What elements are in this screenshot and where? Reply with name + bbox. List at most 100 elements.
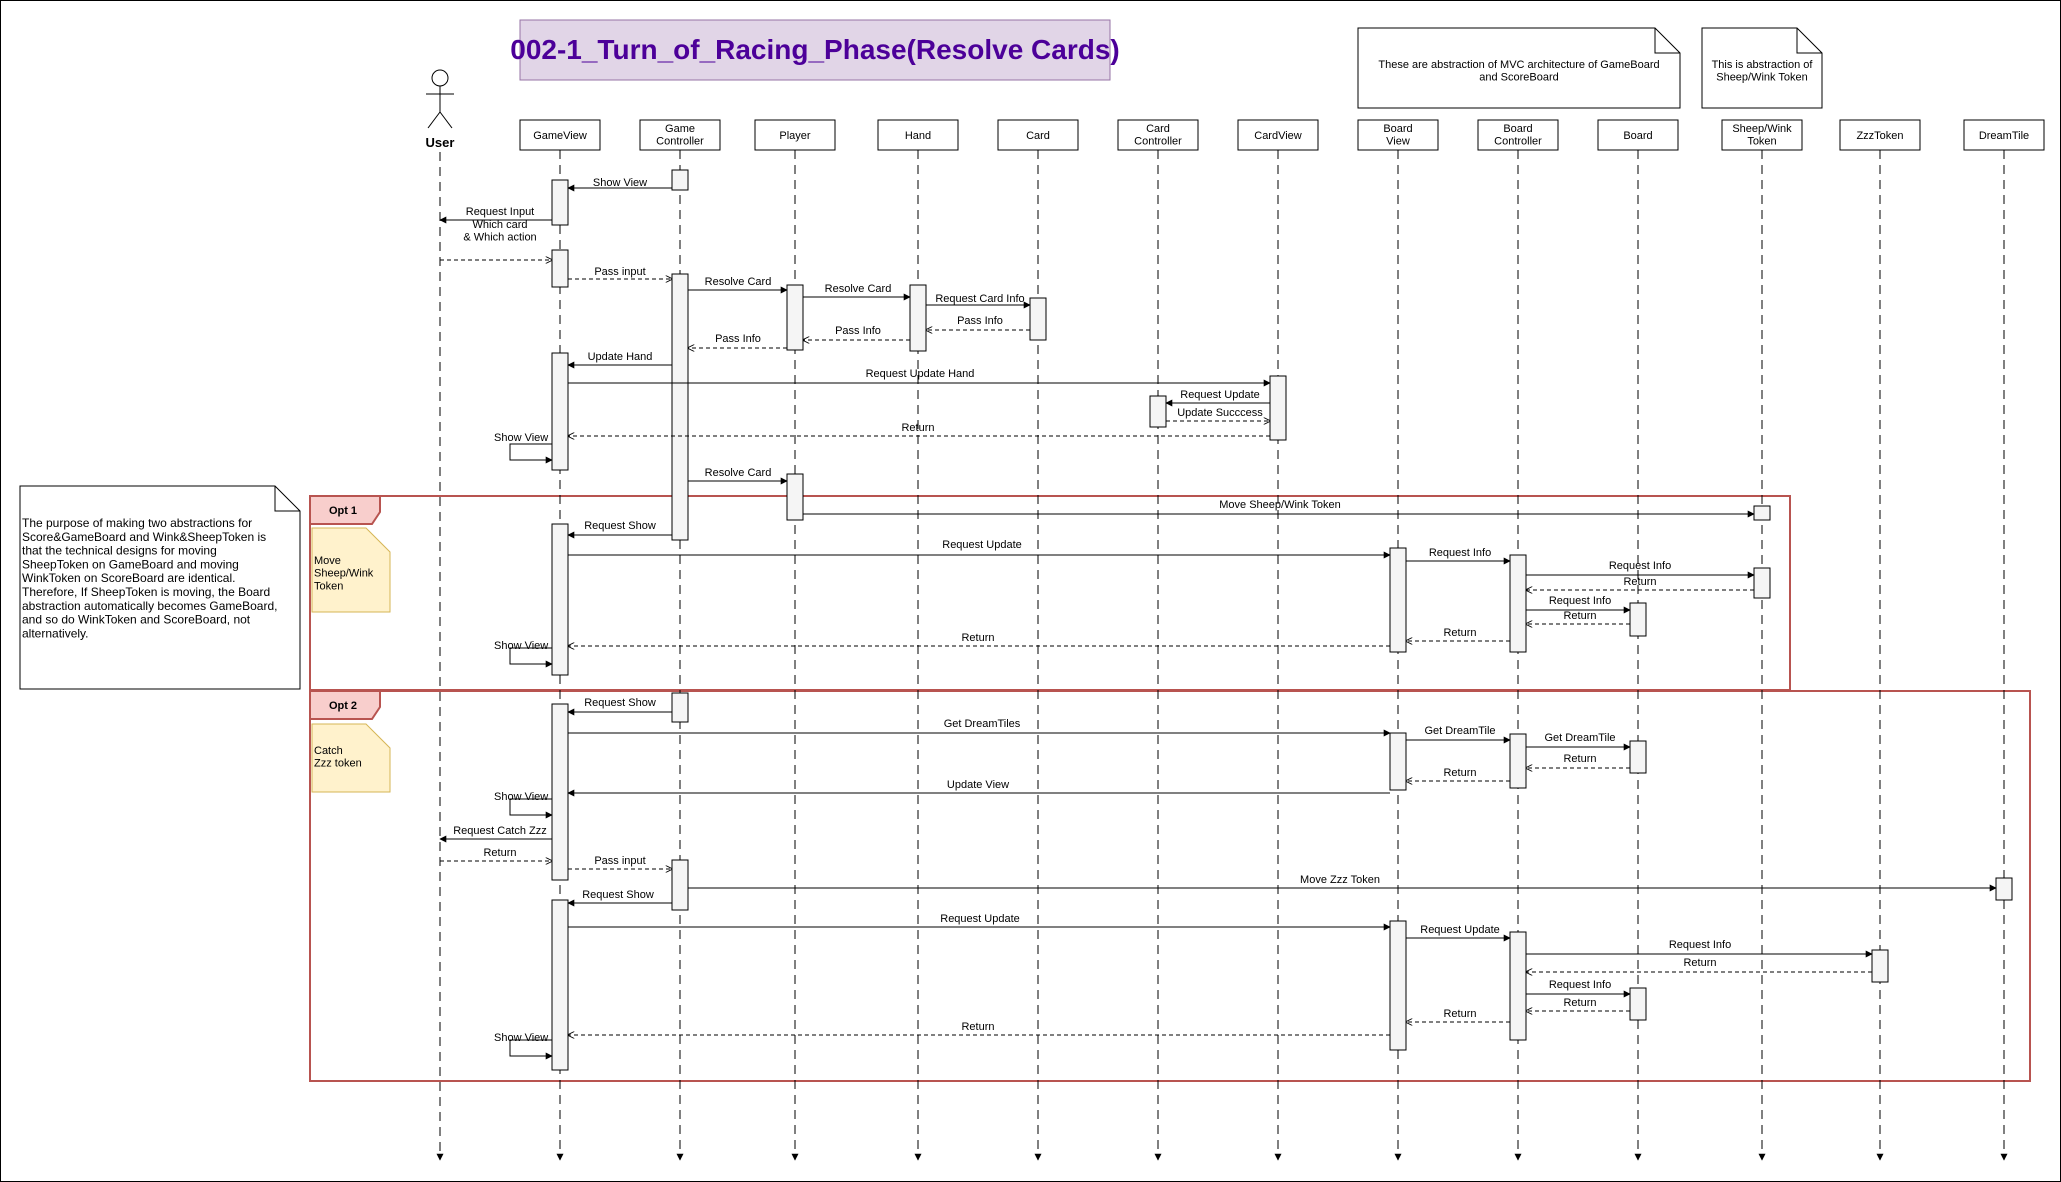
message-label: Request Info bbox=[1669, 939, 1731, 951]
opt-fragment-2: Opt 2 bbox=[309, 690, 2031, 1082]
message-label: Which card& Which action bbox=[463, 219, 536, 244]
message-label: Request Info bbox=[1549, 979, 1611, 991]
message-label: Request Update bbox=[1180, 389, 1260, 401]
call-message: Get DreamTiles bbox=[568, 718, 1391, 737]
call-message: Resolve Card bbox=[688, 276, 788, 294]
activation-bar bbox=[551, 703, 569, 881]
opt-fragment-label: Opt 2 bbox=[329, 700, 357, 712]
participant-label: CardView bbox=[1254, 130, 1302, 142]
message-label: Request Update bbox=[942, 539, 1022, 551]
participant-label: Board bbox=[1623, 130, 1652, 142]
self-message: Show View bbox=[494, 432, 553, 464]
participant-label: Card bbox=[1026, 130, 1050, 142]
message-label: Show View bbox=[593, 177, 647, 189]
self-message: Show View bbox=[494, 1032, 553, 1060]
message-label: Show View bbox=[494, 640, 548, 652]
return-message: Pass input bbox=[568, 266, 672, 279]
participant-player: Player bbox=[754, 119, 836, 151]
activation-bar bbox=[671, 692, 689, 723]
call-message: Request Info bbox=[1526, 939, 1873, 958]
message-label: Return bbox=[1443, 1008, 1476, 1020]
activation-bar bbox=[1389, 732, 1407, 791]
call-message: Update View bbox=[567, 779, 1390, 797]
message-label: Move Zzz Token bbox=[1300, 874, 1380, 886]
return-message: Return bbox=[568, 422, 1270, 436]
call-message: Request Show bbox=[567, 520, 672, 539]
call-message: Request Show bbox=[567, 889, 672, 907]
activation-bar bbox=[1753, 505, 1771, 521]
call-message: Move Zzz Token bbox=[688, 874, 1997, 892]
activation-bar bbox=[1995, 877, 2013, 901]
message-label: Return bbox=[961, 632, 994, 644]
message-label: Request Info bbox=[1609, 560, 1671, 572]
return-message: Return bbox=[1526, 610, 1630, 624]
message-label: Return bbox=[1443, 627, 1476, 639]
call-message: Get DreamTile bbox=[1526, 732, 1631, 751]
actor-user: User bbox=[426, 69, 454, 150]
call-message: Show View bbox=[567, 177, 672, 192]
return-message: Update Succcess bbox=[1166, 407, 1270, 421]
message-label: Move Sheep/Wink Token bbox=[1219, 499, 1340, 511]
participant-hand: Hand bbox=[877, 119, 959, 151]
activation-bar bbox=[551, 899, 569, 1071]
message-label: Get DreamTiles bbox=[944, 718, 1021, 730]
opt-fragment-1: Opt 1 bbox=[309, 495, 1791, 691]
message-label: Pass input bbox=[594, 855, 645, 867]
call-message: Request Info bbox=[1526, 595, 1631, 614]
activation-bar bbox=[1389, 547, 1407, 653]
participant-zzztoken: ZzzToken bbox=[1839, 119, 1921, 151]
note-purpose-text: The purpose of making two abstractions f… bbox=[22, 516, 277, 640]
activation-bar bbox=[1149, 395, 1167, 428]
message-label: Pass Info bbox=[715, 333, 761, 345]
return-message: Return bbox=[440, 847, 552, 861]
message-label: Pass Info bbox=[957, 315, 1003, 327]
participant-board: Board bbox=[1597, 119, 1679, 151]
participant-cardview: CardView bbox=[1237, 119, 1319, 151]
activation-bar bbox=[551, 352, 569, 471]
return-message: Pass input bbox=[568, 855, 672, 869]
call-message: Request Input bbox=[439, 206, 552, 224]
call-message: Move Sheep/Wink Token bbox=[803, 499, 1755, 518]
message-label: Return bbox=[1683, 957, 1716, 969]
note-mvc: These are abstraction of MVC architectur… bbox=[1357, 27, 1681, 109]
activation-bar bbox=[786, 284, 804, 351]
activation-bar bbox=[1509, 554, 1527, 653]
activation-bar bbox=[671, 273, 689, 541]
call-message: Get DreamTile bbox=[1406, 725, 1511, 744]
message-label: Request Card Info bbox=[935, 293, 1024, 305]
diagram-title: 002-1_Turn_of_Racing_Phase(Resolve Cards… bbox=[510, 19, 1120, 81]
participant-label: DreamTile bbox=[1979, 130, 2029, 142]
call-message: Update Hand bbox=[567, 351, 672, 369]
return-message: Return bbox=[1526, 576, 1754, 590]
activation-bar bbox=[1389, 920, 1407, 1051]
message-label: Return bbox=[1563, 997, 1596, 1009]
message-label: Request Info bbox=[1429, 547, 1491, 559]
return-message: Return bbox=[1406, 1008, 1510, 1022]
message-label: Show View bbox=[494, 1032, 548, 1044]
message-label: Return bbox=[1623, 576, 1656, 588]
call-message: Request Info bbox=[1526, 560, 1755, 579]
return-message: Return bbox=[568, 1021, 1390, 1035]
return-message: Return bbox=[1406, 767, 1510, 781]
activation-bar bbox=[551, 249, 569, 288]
note-purpose: The purpose of making two abstractions f… bbox=[19, 485, 301, 690]
activation-bar bbox=[1629, 987, 1647, 1021]
call-message: Resolve Card bbox=[803, 283, 911, 301]
message-label: Return bbox=[1443, 767, 1476, 779]
activation-bar bbox=[1029, 297, 1047, 341]
participant-label: Player bbox=[779, 130, 811, 142]
return-message: Return bbox=[1526, 997, 1630, 1011]
message-label: Request Update bbox=[940, 913, 1020, 925]
participant-label: ZzzToken bbox=[1856, 130, 1903, 142]
message-label: Request Catch Zzz bbox=[453, 825, 547, 837]
